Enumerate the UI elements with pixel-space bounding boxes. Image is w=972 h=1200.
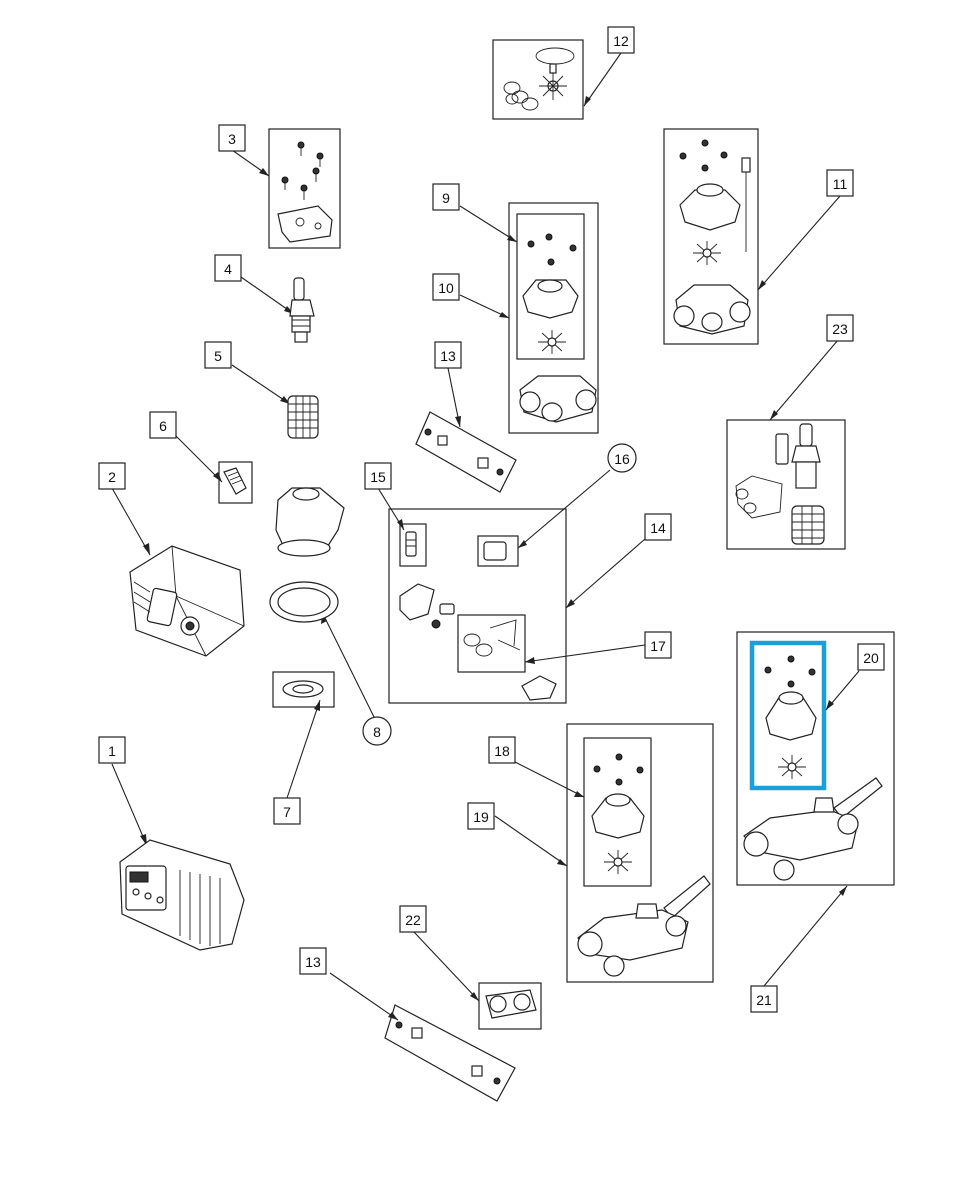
callout-10-number: 10 [438,280,454,296]
callout-13-frame [299,947,327,975]
callout-17-number: 17 [650,638,666,654]
part-9-10-illustration [519,233,597,423]
part-20-21-illustration [743,655,883,881]
callout-5-number: 5 [214,348,222,364]
callout-15-number: 15 [370,469,386,485]
callout-21-frame [750,985,778,1013]
part-14-illustration [399,531,557,701]
callout-22: 22 [399,905,427,933]
callout-23: 23 [826,314,854,342]
part-1-illustration [119,839,245,951]
callout-18: 18 [488,736,516,764]
callout-13: 13 [299,947,327,975]
part-11-illustration [673,139,751,335]
part-7-illustration [282,680,324,698]
callout-4-frame [214,254,242,282]
callout-4-number: 4 [224,261,232,277]
callout-2-number: 2 [108,469,116,485]
callout-11-number: 11 [833,176,848,192]
callout-19-number: 19 [473,809,489,825]
callout-14: 14 [644,513,672,541]
callout-9: 9 [432,183,460,211]
callout-13: 13 [434,341,462,369]
callout-12-number: 12 [613,33,629,49]
callout-2: 2 [98,462,126,490]
callout-3-frame [218,124,246,152]
callout-7-number: 7 [283,804,291,820]
part-23-illustration [735,423,825,545]
callout-19-frame [467,802,495,830]
callout-8: 8 [362,716,392,746]
callout-2-frame [98,462,126,490]
part-12-illustration [503,47,575,111]
part-2-illustration [129,545,245,657]
callout-17-frame [644,631,672,659]
callout-3-number: 3 [228,131,236,147]
callout-21-number: 21 [756,992,772,1008]
callout-10: 10 [432,273,460,301]
callout-22-number: 22 [405,912,421,928]
part-13-upper-illustration [424,428,504,476]
callout-1: 1 [98,736,126,764]
callout-1-number: 1 [108,743,116,759]
callout-9-number: 9 [442,190,450,206]
callout-7-frame [273,797,301,825]
callout-11-frame [826,169,854,197]
callout-22-frame [399,905,427,933]
callout-6-frame [149,411,177,439]
part-4-illustration [289,277,315,343]
callout-5: 5 [204,341,232,369]
callout-13-number: 13 [305,954,321,970]
callout-14-frame [644,513,672,541]
callout-18-number: 18 [494,743,510,759]
callout-14-number: 14 [650,520,666,536]
callout-7: 7 [273,797,301,825]
callout-10-frame [432,273,460,301]
callout-21: 21 [750,985,778,1013]
callout-23-frame [826,314,854,342]
part-5-illustration [287,395,319,439]
callout-13-number: 13 [440,348,456,364]
callout-15: 15 [364,462,392,490]
part-18-19-illustration [577,753,711,977]
part-3-illustration [277,141,333,243]
callout-8-number: 8 [373,724,381,740]
part-17-box [457,614,526,673]
kit-13-upper-box [415,411,517,493]
callout-6: 6 [149,411,177,439]
callout-15-frame [364,462,392,490]
callout-23-number: 23 [832,321,848,337]
callout-3: 3 [218,124,246,152]
part-13-lower-illustration [395,1021,501,1085]
callout-9-frame [432,183,460,211]
callout-12: 12 [607,26,635,54]
callout-20-number: 20 [863,650,879,666]
callout-16-frame [607,443,637,473]
callout-17: 17 [644,631,672,659]
callout-13-frame [434,341,462,369]
callout-12-frame [607,26,635,54]
callout-18-frame [488,736,516,764]
callout-5-frame [204,341,232,369]
callout-20: 20 [857,643,885,671]
callout-4: 4 [214,254,242,282]
part-6-illustration [223,467,247,495]
callout-8-frame [362,716,392,746]
part-8-illustration [269,487,345,623]
callout-6-number: 6 [159,418,167,434]
kit-20-highlight [749,640,827,791]
callout-1-frame [98,736,126,764]
callout-11: 11 [826,169,854,197]
callout-20-frame [857,643,885,671]
part-22-illustration [485,989,537,1019]
callout-19: 19 [467,802,495,830]
callout-16-number: 16 [614,451,630,467]
callout-16: 16 [607,443,637,473]
